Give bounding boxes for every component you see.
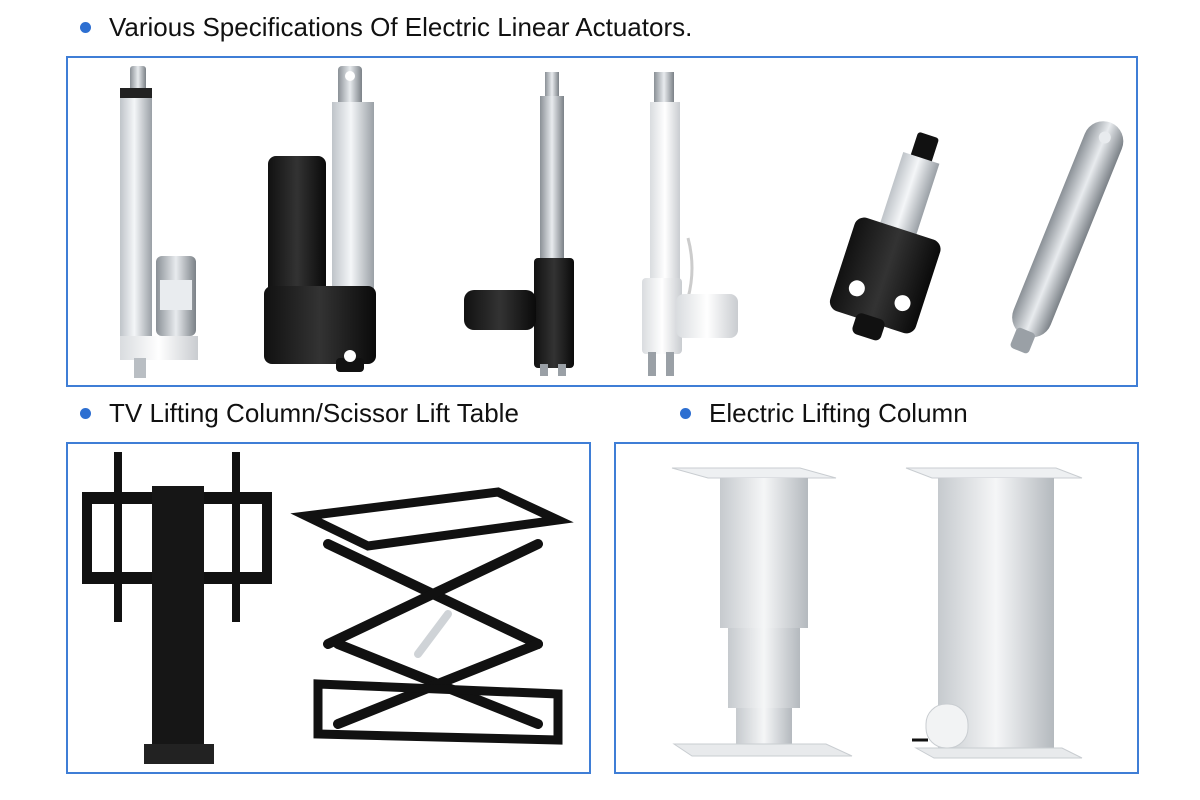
actuator-1: [120, 66, 198, 378]
actuator-3: [464, 72, 574, 376]
section-heading-tv-lift: TV Lifting Column/Scissor Lift Table: [80, 398, 519, 429]
actuator-5: [829, 132, 941, 341]
tv-lift-illustration: [82, 452, 574, 764]
tv-lift-column: [82, 452, 272, 764]
section-title: TV Lifting Column/Scissor Lift Table: [109, 398, 519, 428]
bullet-icon: [680, 408, 691, 419]
actuators-illustration: [120, 66, 1124, 378]
bullet-icon: [80, 408, 91, 419]
scissor-lift-table: [290, 487, 574, 745]
actuator-6: [1010, 121, 1124, 354]
actuator-2: [264, 66, 376, 372]
lifting-column-2: [905, 467, 1083, 759]
tv-lift-panel: [66, 442, 591, 774]
section-heading-actuators: Various Specifications Of Electric Linea…: [80, 12, 692, 43]
bullet-icon: [80, 22, 91, 33]
lifting-column-illustration: [671, 467, 1083, 759]
section-title: Various Specifications Of Electric Linea…: [109, 12, 693, 42]
actuator-4: [642, 72, 738, 376]
section-heading-lifting-column: Electric Lifting Column: [680, 398, 968, 429]
lifting-column-panel: [614, 442, 1139, 774]
lifting-column-1: [671, 467, 853, 757]
section-title: Electric Lifting Column: [709, 398, 968, 428]
actuators-panel: [66, 56, 1138, 387]
